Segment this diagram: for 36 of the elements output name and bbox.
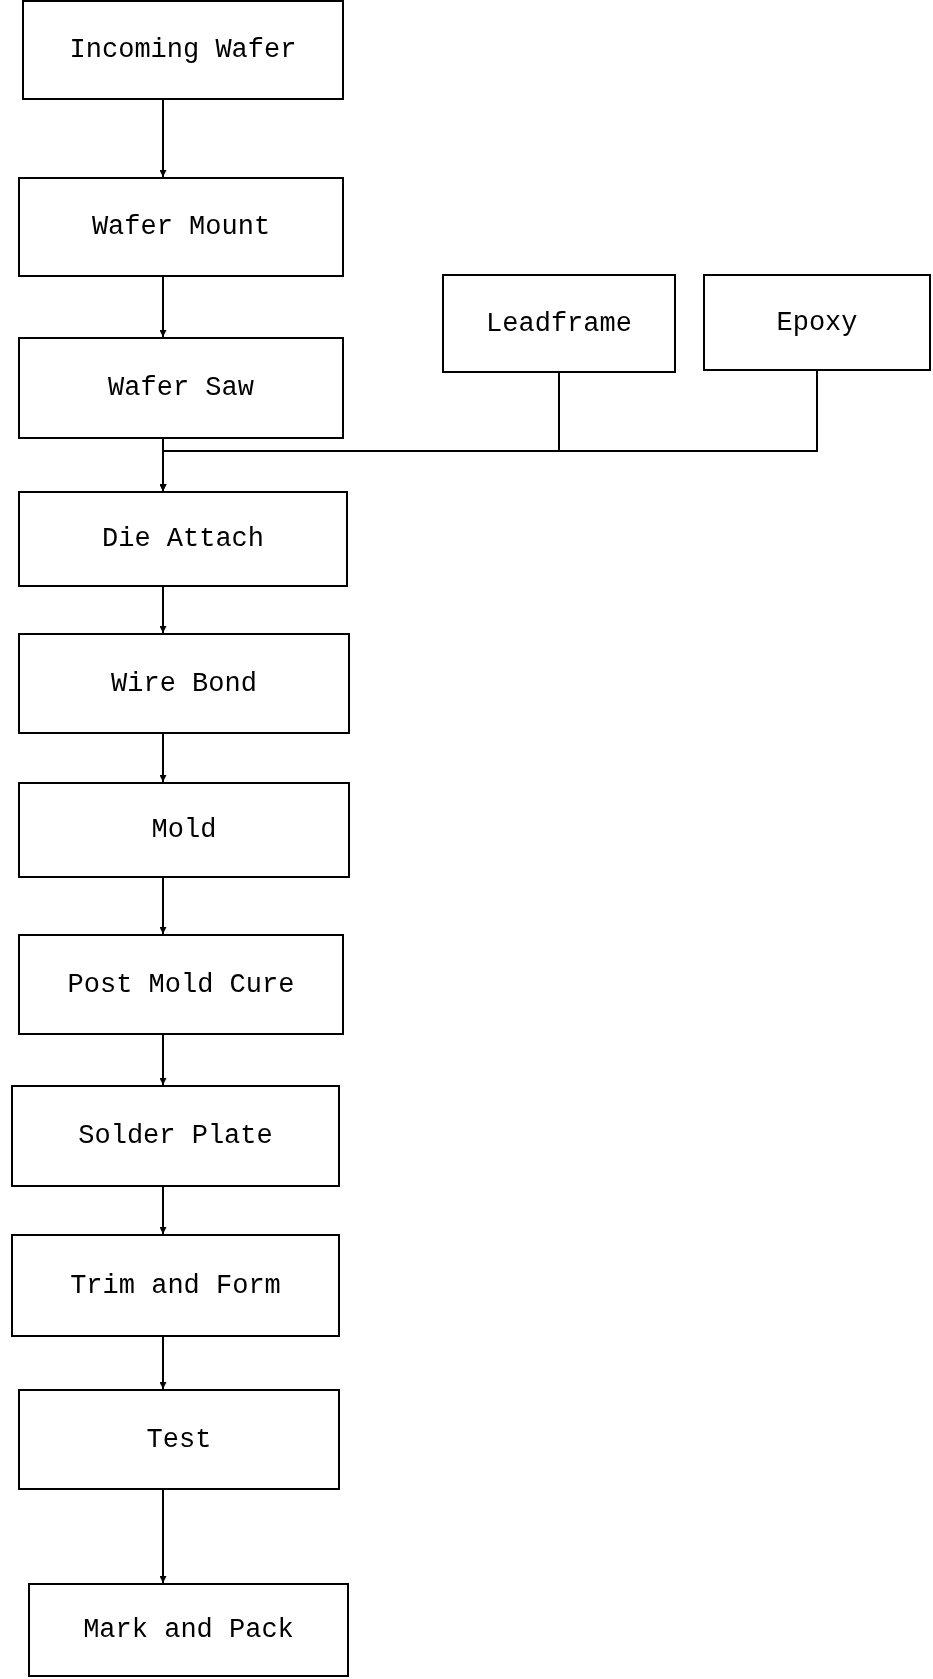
arrow: [159, 733, 167, 783]
process-box: [18, 633, 350, 734]
arrow: [159, 1034, 167, 1086]
arrow: [159, 1186, 167, 1235]
step-label: Epoxy: [776, 307, 858, 338]
step-label: Wire Bond: [111, 668, 257, 699]
step-label: Test: [146, 1424, 212, 1455]
step-label: Post Mold Cure: [67, 969, 295, 1000]
process-box: [18, 934, 344, 1035]
process-box: [703, 274, 931, 371]
step-label: Trim and Form: [70, 1270, 281, 1301]
arrow: [159, 1336, 167, 1390]
process-box: [18, 337, 344, 439]
arrow: [159, 586, 167, 634]
step-label: Incoming Wafer: [69, 35, 297, 65]
arrow: [159, 370, 818, 492]
arrow: [159, 877, 167, 935]
step-label: Mark and Pack: [83, 1615, 294, 1645]
arrow: [159, 1489, 167, 1584]
step-label: Mold: [151, 815, 217, 845]
step-label: Wafer Saw: [108, 373, 254, 403]
process-box: [28, 1583, 349, 1677]
step-label: Solder Plate: [78, 1121, 273, 1151]
process-box: [11, 1085, 340, 1187]
process-box: [18, 491, 348, 587]
step-label: Die Attach: [102, 524, 264, 554]
step-label: Leadframe: [486, 308, 632, 339]
process-box: [22, 0, 344, 100]
process-box: [442, 274, 676, 373]
process-box: [18, 177, 344, 277]
process-box: [11, 1234, 340, 1337]
process-box: [18, 782, 350, 878]
step-label: Wafer Mount: [91, 212, 271, 242]
arrow: [159, 276, 167, 338]
arrow: [159, 99, 167, 178]
process-box: [18, 1389, 340, 1490]
